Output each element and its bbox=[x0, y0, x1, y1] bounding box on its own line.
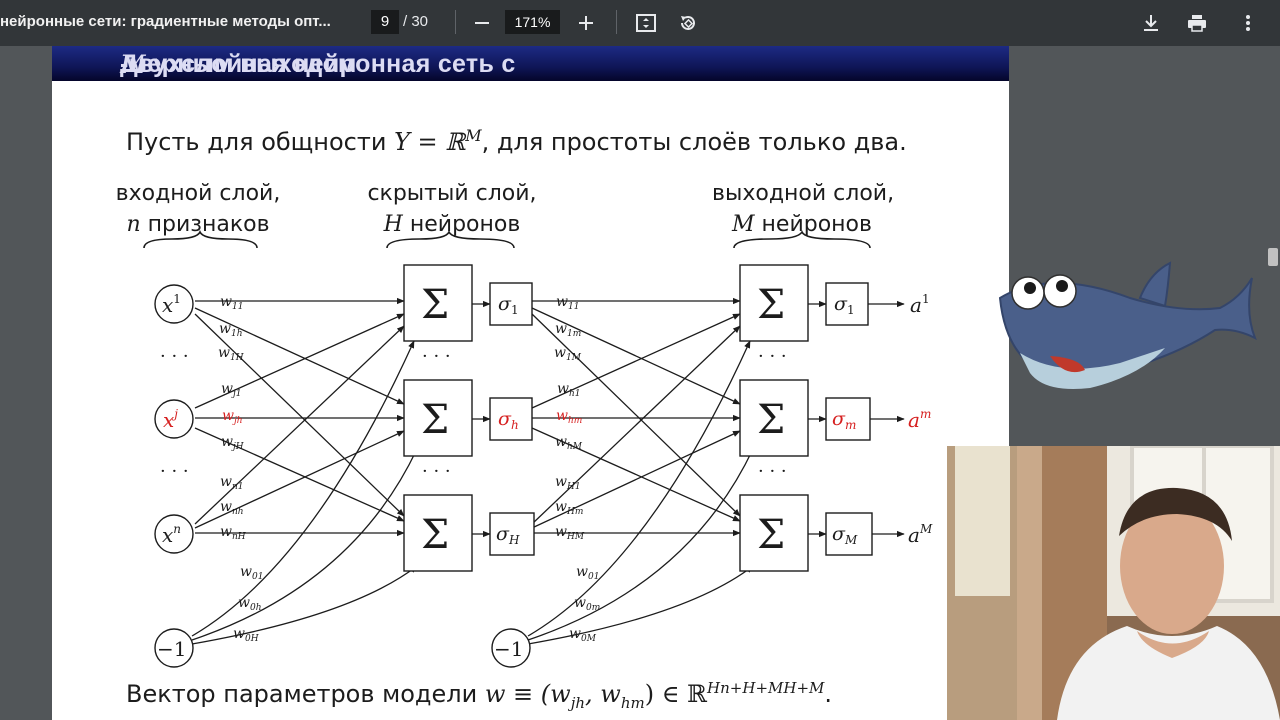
output-layer-label: выходной слой, M нейронов bbox=[712, 181, 895, 237]
hidden-sum-boxes bbox=[403, 264, 809, 572]
weight-label: wHM bbox=[555, 524, 585, 542]
weight-label: whm bbox=[556, 408, 582, 426]
hidden-sigma-h: σh bbox=[498, 408, 519, 432]
zoom-out-button[interactable] bbox=[467, 8, 497, 38]
hidden-sigma-H: σH bbox=[496, 523, 520, 547]
weight-label: w0h bbox=[238, 595, 262, 613]
rotate-icon bbox=[681, 16, 695, 30]
hidden-layer-label: скрытый слой, H нейронов bbox=[367, 181, 537, 237]
pdf-toolbar: нейронные сети: градиентные методы опт..… bbox=[0, 0, 1280, 46]
input-dots: · · · bbox=[160, 346, 189, 367]
hidden-layer-brace bbox=[386, 229, 515, 249]
output-sum-M: Σ bbox=[757, 512, 785, 558]
input-dots: · · · bbox=[160, 461, 189, 482]
download-button[interactable] bbox=[1136, 8, 1166, 38]
output-dots: · · · bbox=[758, 461, 787, 482]
input-layer-brace bbox=[143, 229, 258, 249]
layer2-edges bbox=[527, 297, 754, 645]
minus-icon bbox=[475, 22, 489, 24]
download-icon bbox=[1144, 15, 1158, 31]
weight-label: w01 bbox=[240, 564, 263, 582]
parameter-vector-line: Вектор параметров модели w ≡ (wjh, whm) … bbox=[126, 679, 833, 712]
weight-label: w11 bbox=[556, 294, 579, 312]
output-sigma-1: σ1 bbox=[834, 293, 855, 317]
output-sigma-m: σm bbox=[832, 408, 856, 432]
toolbar-divider bbox=[455, 10, 456, 34]
shark-mascot bbox=[998, 261, 1257, 389]
hidden-dots: · · · bbox=[422, 461, 451, 482]
input-nodes bbox=[154, 284, 531, 668]
weight-label: w0M bbox=[569, 626, 597, 644]
output-sum-1: Σ bbox=[757, 282, 785, 328]
weight-label: w1h bbox=[219, 321, 243, 339]
weight-label: w01 bbox=[576, 564, 599, 582]
output-sum-m: Σ bbox=[757, 397, 785, 443]
print-icon bbox=[1188, 15, 1206, 32]
slide-title-bar: Двухслойная нейронная сеть с M-мерным вы… bbox=[52, 46, 1009, 81]
weight-label: wjh bbox=[222, 408, 243, 426]
intro-line: Пусть для общности Y = ℝM, для простоты … bbox=[126, 126, 907, 156]
activation-arrows bbox=[472, 300, 905, 538]
weight-label: w1M bbox=[554, 345, 582, 363]
page-total: / 30 bbox=[403, 13, 429, 30]
input-layer-label: входной слой, n признаков bbox=[115, 181, 281, 237]
sigma-boxes bbox=[489, 282, 873, 556]
weight-label: wHm bbox=[555, 499, 583, 517]
page-number-input[interactable]: 9 bbox=[371, 10, 399, 34]
output-layer-brace bbox=[733, 230, 871, 249]
plus-icon bbox=[579, 16, 593, 30]
input-xn: xn bbox=[162, 522, 181, 547]
weight-label: wnh bbox=[220, 499, 244, 517]
output-sigma-M: σM bbox=[832, 523, 858, 547]
weight-label: w1H bbox=[218, 345, 244, 363]
output-a1: a1 bbox=[910, 292, 930, 317]
weight-label: wnH bbox=[220, 524, 246, 542]
weight-label: w0H bbox=[233, 626, 259, 644]
hidden-sum-1: Σ bbox=[421, 282, 449, 328]
weight-label: wH1 bbox=[555, 474, 581, 492]
weight-label: w1m bbox=[555, 321, 581, 339]
webcam-overlay bbox=[947, 446, 1280, 720]
more-options-button[interactable] bbox=[1233, 8, 1263, 38]
weight-label: whM bbox=[555, 434, 583, 452]
hidden-sigma-1: σ1 bbox=[498, 293, 519, 317]
layer1-edges bbox=[191, 297, 418, 645]
document-title: нейронные сети: градиентные методы опт..… bbox=[0, 13, 331, 30]
print-button[interactable] bbox=[1182, 8, 1212, 38]
weight-label: wj1 bbox=[221, 381, 242, 399]
hidden-sum-h: Σ bbox=[421, 397, 449, 443]
weight-label: wh1 bbox=[557, 381, 581, 399]
input-xj: xj bbox=[163, 407, 178, 432]
network-diagram: x1 xj xn −1 −1 · · · · · · · · · · · · ·… bbox=[143, 229, 933, 668]
presenter-video bbox=[947, 446, 1280, 720]
hidden-sum-H: Σ bbox=[421, 512, 449, 558]
output-dots: · · · bbox=[758, 346, 787, 367]
toolbar-divider bbox=[616, 10, 617, 34]
weight-label: w11 bbox=[220, 294, 243, 312]
output-aM: aM bbox=[908, 522, 933, 547]
rotate-button[interactable] bbox=[673, 8, 703, 38]
weight-label: wn1 bbox=[220, 474, 244, 492]
scrollbar-thumb[interactable] bbox=[1268, 248, 1278, 266]
output-am: am bbox=[908, 407, 931, 432]
fit-page-button[interactable] bbox=[631, 8, 661, 38]
bias-node-1: −1 bbox=[157, 637, 186, 661]
zoom-in-button[interactable] bbox=[571, 8, 601, 38]
weight-label: wjH bbox=[221, 434, 244, 452]
input-x1: x1 bbox=[162, 292, 181, 317]
hidden-dots: · · · bbox=[422, 346, 451, 367]
weight-label: w0m bbox=[574, 595, 600, 613]
pdf-page: Двухслойная нейронная сеть с M-мерным вы… bbox=[52, 46, 1009, 720]
zoom-input[interactable]: 171% bbox=[505, 10, 560, 34]
fit-page-icon bbox=[636, 14, 656, 32]
more-vert-icon bbox=[1246, 15, 1250, 31]
bias-node-2: −1 bbox=[494, 637, 523, 661]
